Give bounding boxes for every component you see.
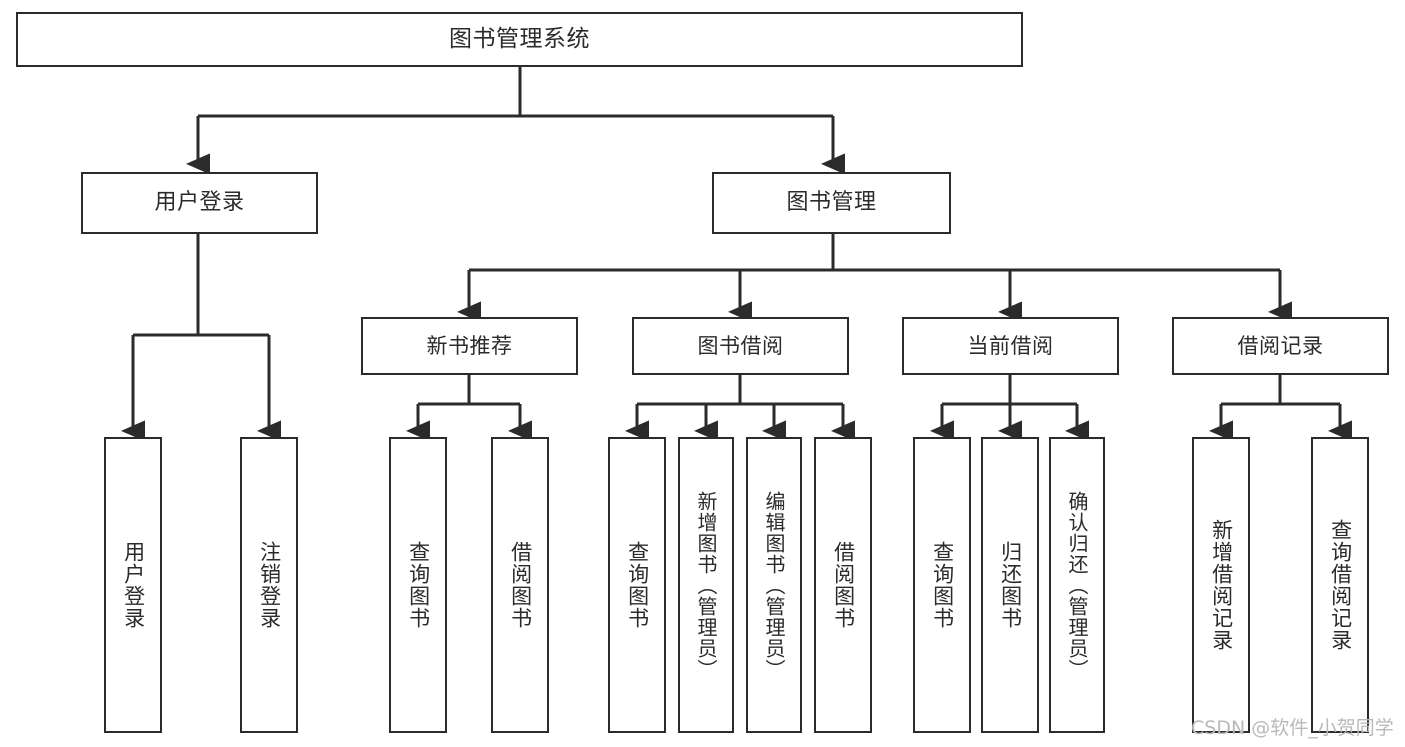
node-leaf-borrow-book-1[interactable]: 借阅图书	[491, 437, 549, 733]
node-book-borrow-label: 图书借阅	[697, 333, 784, 358]
node-leaf-confirm-return[interactable]: 确认归还（管理员）	[1049, 437, 1105, 733]
node-leaf-add-book[interactable]: 新增图书（管理员）	[678, 437, 734, 733]
node-current-borrow[interactable]: 当前借阅	[902, 317, 1119, 375]
node-leaf-user-login[interactable]: 用户登录	[104, 437, 162, 733]
node-leaf-query-book-1[interactable]: 查询图书	[389, 437, 447, 733]
node-leaf-query-book-1-label: 查询图书	[406, 541, 431, 629]
node-leaf-borrow-book-1-label: 借阅图书	[508, 541, 533, 629]
node-leaf-query-record-label: 查询借阅记录	[1328, 519, 1353, 651]
node-leaf-confirm-return-label: 确认归还（管理员）	[1065, 490, 1089, 680]
node-leaf-query-book-3-label: 查询图书	[930, 541, 955, 629]
node-leaf-edit-book[interactable]: 编辑图书（管理员）	[746, 437, 802, 733]
node-leaf-query-record[interactable]: 查询借阅记录	[1311, 437, 1369, 733]
node-new-book-recommend-label: 新书推荐	[426, 333, 513, 358]
node-book-borrow[interactable]: 图书借阅	[632, 317, 849, 375]
node-book-manage[interactable]: 图书管理	[712, 172, 951, 234]
node-leaf-borrow-book-2[interactable]: 借阅图书	[814, 437, 872, 733]
node-leaf-add-record-label: 新增借阅记录	[1209, 519, 1234, 651]
node-leaf-query-book-2-label: 查询图书	[625, 541, 650, 629]
node-leaf-edit-book-label: 编辑图书（管理员）	[762, 490, 786, 680]
node-leaf-user-login-label: 用户登录	[121, 541, 146, 629]
node-leaf-logout-login[interactable]: 注销登录	[240, 437, 298, 733]
node-new-book-recommend[interactable]: 新书推荐	[361, 317, 578, 375]
node-borrow-record[interactable]: 借阅记录	[1172, 317, 1389, 375]
node-leaf-query-book-2[interactable]: 查询图书	[608, 437, 666, 733]
node-user-login-label: 用户登录	[154, 189, 245, 215]
node-leaf-add-book-label: 新增图书（管理员）	[694, 490, 718, 680]
node-user-login[interactable]: 用户登录	[81, 172, 318, 234]
node-leaf-add-record[interactable]: 新增借阅记录	[1192, 437, 1250, 733]
node-root-label: 图书管理系统	[449, 25, 590, 52]
node-leaf-logout-login-label: 注销登录	[257, 541, 282, 629]
node-leaf-return-book[interactable]: 归还图书	[981, 437, 1039, 733]
node-current-borrow-label: 当前借阅	[967, 333, 1054, 358]
node-leaf-borrow-book-2-label: 借阅图书	[831, 541, 856, 629]
node-leaf-query-book-3[interactable]: 查询图书	[913, 437, 971, 733]
node-leaf-return-book-label: 归还图书	[998, 541, 1023, 629]
node-borrow-record-label: 借阅记录	[1237, 333, 1324, 358]
node-root[interactable]: 图书管理系统	[16, 12, 1023, 67]
watermark-text: CSDN @软件_小贺同学	[1191, 717, 1394, 739]
node-book-manage-label: 图书管理	[786, 189, 877, 215]
